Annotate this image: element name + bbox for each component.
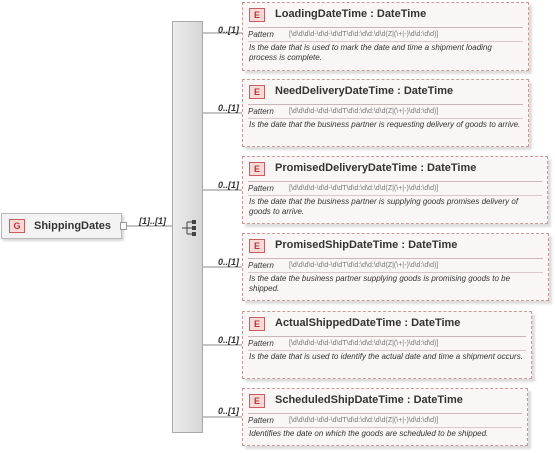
element-promisedshipdatetime[interactable]: E PromisedShipDateTime : DateTime Patter… (242, 233, 549, 301)
pattern-value: [\d\d\d\d-\d\d-\d\dT\d\d:\d\d:\d\d(Z|(\+… (289, 340, 439, 347)
pattern-value: [\d\d\d\d-\d\d-\d\dT\d\d:\d\d:\d\d(Z|(\+… (289, 262, 439, 269)
element-actualshippeddatetime[interactable]: E ActualShippedDateTime : DateTime Patte… (242, 311, 532, 379)
element-title: PromisedShipDateTime : DateTime (275, 239, 458, 251)
element-scheduledshipdatetime[interactable]: E ScheduledShipDateTime : DateTime Patte… (242, 388, 528, 446)
sequence-compositor[interactable] (172, 21, 203, 433)
element-description: Is the date the business partner supplyi… (249, 274, 511, 293)
element-description: Is the date that the business partner is… (249, 120, 521, 129)
pattern-value: [\d\d\d\d-\d\d-\d\dT\d\d:\d\d:\d\d(Z|(\+… (289, 185, 439, 192)
element-title: LoadingDateTime : DateTime (275, 8, 427, 20)
cardinality-scheduledshipdatetime: 0..[1] (218, 406, 240, 416)
pattern-value: [\d\d\d\d-\d\d-\d\dT\d\d:\d\d:\d\d(Z|(\+… (289, 417, 439, 424)
group-collapse-connector[interactable] (120, 222, 127, 230)
cardinality-promisedshipdatetime: 0..[1] (218, 257, 240, 267)
element-badge: E (249, 8, 265, 22)
element-description: Is the date that the business partner is… (249, 197, 519, 216)
cardinality-promiseddeliverydatetime: 0..[1] (218, 180, 240, 190)
element-description: Is the date that is used to identify the… (249, 352, 523, 361)
element-badge: E (249, 162, 265, 176)
element-loadingdatetime[interactable]: E LoadingDateTime : DateTime Pattern [\d… (242, 2, 529, 71)
pattern-label: Pattern (248, 184, 274, 193)
pattern-value: [\d\d\d\d-\d\d-\d\dT\d\d:\d\d:\d\d(Z|(\+… (289, 31, 439, 38)
element-title: NeedDeliveryDateTime : DateTime (275, 85, 454, 97)
element-badge: E (249, 317, 265, 331)
cardinality-needdeliverydatetime: 0..[1] (218, 103, 240, 113)
pattern-label: Pattern (248, 30, 274, 39)
pattern-label: Pattern (248, 339, 274, 348)
element-description: Identifies the date on which the goods a… (249, 429, 489, 438)
element-badge: E (249, 239, 265, 253)
group-cardinality: [1]..[1] (139, 216, 166, 226)
group-node-shippingdates[interactable]: G ShippingDates (1, 213, 122, 239)
cardinality-actualshippeddatetime: 0..[1] (218, 335, 240, 345)
pattern-label: Pattern (248, 107, 274, 116)
element-badge: E (249, 85, 265, 99)
pattern-label: Pattern (248, 416, 274, 425)
element-title: ScheduledShipDateTime : DateTime (275, 394, 463, 406)
element-title: ActualShippedDateTime : DateTime (275, 317, 461, 329)
element-promiseddeliverydatetime[interactable]: E PromisedDeliveryDateTime : DateTime Pa… (242, 156, 548, 224)
cardinality-loadingdatetime: 0..[1] (218, 25, 240, 35)
pattern-label: Pattern (248, 261, 274, 270)
element-badge: E (249, 394, 265, 408)
element-title: PromisedDeliveryDateTime : DateTime (275, 162, 477, 174)
element-description: Is the date that is used to mark the dat… (249, 43, 492, 62)
group-badge: G (9, 219, 25, 233)
element-needdeliverydatetime[interactable]: E NeedDeliveryDateTime : DateTime Patter… (242, 79, 529, 147)
sequence-icon (182, 220, 196, 236)
pattern-value: [\d\d\d\d-\d\d-\d\dT\d\d:\d\d:\d\d(Z|(\+… (289, 108, 439, 115)
group-name: ShippingDates (34, 220, 112, 232)
